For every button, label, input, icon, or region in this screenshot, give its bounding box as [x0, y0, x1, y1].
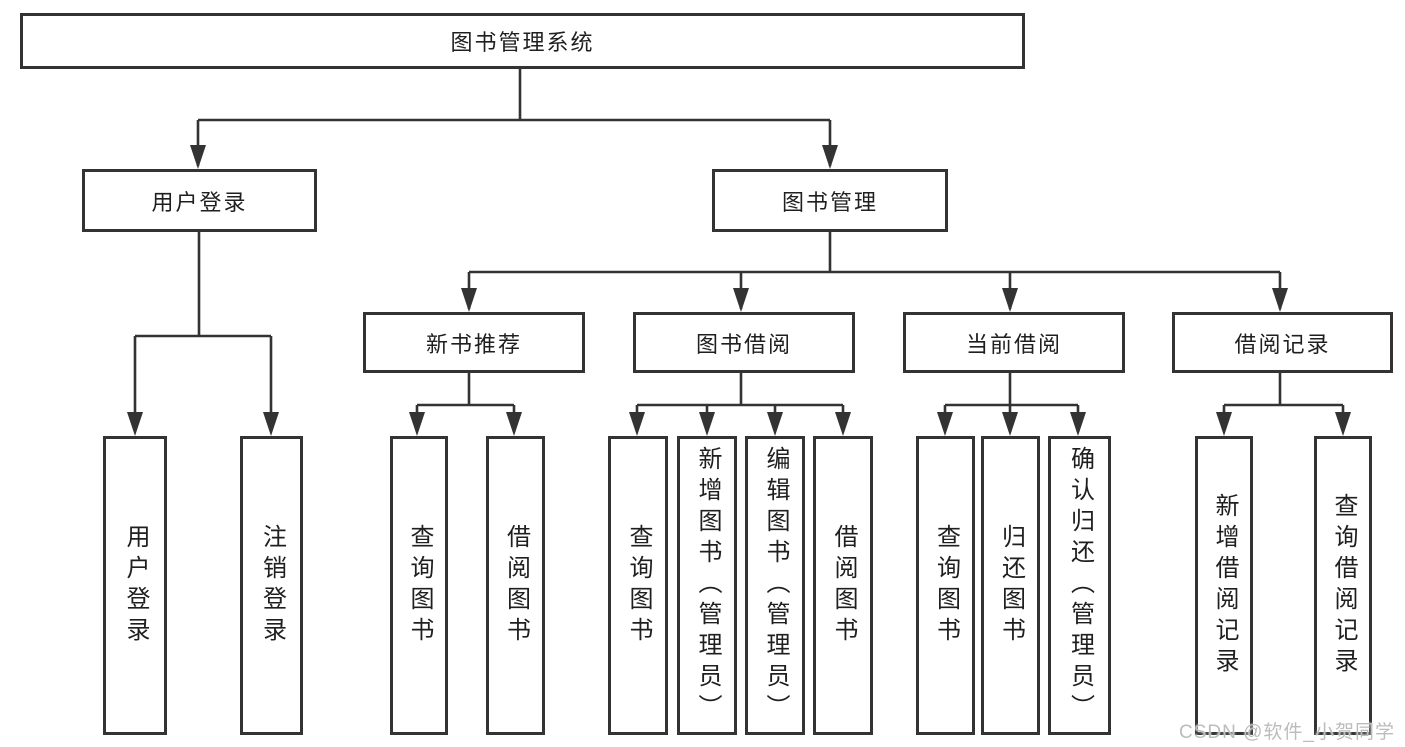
node-label: 新增图书（管理员） — [694, 446, 721, 725]
node-new-book-recommend: 新书推荐 — [363, 312, 585, 373]
node-user-login: 用户登录 — [82, 169, 317, 232]
leaf-records-add-record: 新增借阅记录 — [1195, 436, 1253, 735]
arrow-down-icon — [461, 288, 477, 312]
arrow-down-icon — [822, 145, 838, 169]
leaf-borrow-edit-book-admin: 编辑图书（管理员） — [745, 436, 805, 735]
arrow-down-icon — [506, 412, 522, 436]
node-label: 图书管理 — [781, 189, 878, 215]
node-label: 当前借阅 — [965, 331, 1062, 357]
node-label: 借阅记录 — [1234, 331, 1331, 357]
arrow-down-icon — [409, 412, 425, 436]
arrow-down-icon — [1216, 412, 1232, 436]
arrow-down-icon — [937, 412, 953, 436]
connector-lines — [133, 69, 1345, 432]
node-label: 查询借阅记录 — [1330, 492, 1357, 679]
leaf-current-query-book: 查询图书 — [916, 436, 975, 735]
node-label: 借阅图书 — [502, 523, 530, 648]
node-label: 注销登录 — [258, 523, 286, 648]
node-label: 用户登录 — [151, 189, 248, 215]
leaf-borrow-query-book: 查询图书 — [608, 436, 668, 735]
arrow-down-icon — [699, 412, 715, 436]
arrow-down-icon — [835, 412, 851, 436]
leaf-borrow-borrow-book: 借阅图书 — [813, 436, 873, 735]
arrow-down-icon — [767, 412, 783, 436]
arrow-down-icon — [1002, 412, 1018, 436]
arrow-down-icon — [1335, 412, 1351, 436]
arrow-down-icon — [1070, 412, 1086, 436]
node-label: 借阅图书 — [830, 523, 857, 648]
arrow-down-icon — [127, 412, 143, 436]
arrow-down-icon — [1272, 288, 1288, 312]
node-label: 查询图书 — [932, 523, 960, 648]
node-label: 图书借阅 — [695, 331, 792, 357]
node-label: 确认归还（管理员） — [1066, 446, 1094, 725]
leaf-records-query-record: 查询借阅记录 — [1314, 436, 1372, 735]
node-label: 查询图书 — [406, 523, 433, 648]
leaf-current-return-book: 归还图书 — [981, 436, 1040, 735]
node-book-management: 图书管理 — [712, 169, 948, 232]
node-borrow-records: 借阅记录 — [1172, 312, 1393, 373]
arrow-down-icon — [1002, 288, 1018, 312]
leaf-borrow-add-book-admin: 新增图书（管理员） — [677, 436, 737, 735]
arrow-down-icon — [629, 412, 645, 436]
leaf-new-borrow-book: 借阅图书 — [486, 436, 545, 735]
leaf-user-login: 用户登录 — [103, 436, 167, 735]
node-label: 用户登录 — [122, 523, 149, 648]
node-label: 归还图书 — [997, 523, 1025, 648]
node-label: 图书管理系统 — [450, 30, 595, 55]
watermark: CSDN @软件_小贺同学 — [1179, 722, 1395, 743]
arrow-down-icon — [733, 288, 749, 312]
node-root: 图书管理系统 — [20, 13, 1025, 69]
node-label: 编辑图书（管理员） — [762, 446, 789, 725]
arrow-down-icon — [263, 412, 279, 436]
leaf-logout: 注销登录 — [240, 436, 303, 735]
node-label: 新书推荐 — [425, 331, 522, 357]
arrow-down-icon — [190, 145, 206, 169]
node-current-borrow: 当前借阅 — [903, 312, 1125, 373]
node-label: 新增借阅记录 — [1211, 492, 1238, 679]
leaf-new-query-book: 查询图书 — [390, 436, 448, 735]
leaf-current-confirm-return-admin: 确认归还（管理员） — [1048, 436, 1111, 735]
node-label: 查询图书 — [625, 523, 652, 648]
node-book-borrow: 图书借阅 — [633, 312, 855, 373]
